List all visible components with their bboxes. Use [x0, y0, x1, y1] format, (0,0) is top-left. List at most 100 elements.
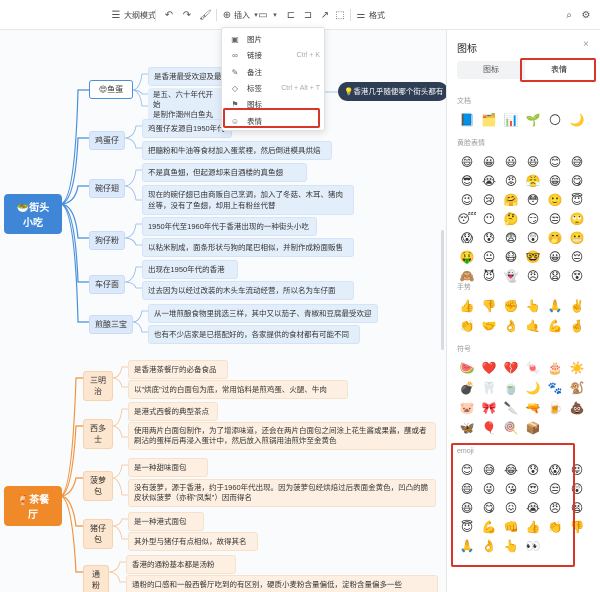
menu-item-emoji[interactable]: ☺表情: [222, 113, 326, 129]
subtopic[interactable]: 把髓粉和牛油等食材加入蛋浆裡，然后倒进模具烘焙: [142, 141, 332, 160]
emoji-icon[interactable]: 😖: [504, 501, 518, 515]
symbol-emoji-icon[interactable]: 🍺: [547, 401, 563, 415]
doc-icon[interactable]: 🗂️: [481, 113, 497, 127]
menu-item-note[interactable]: ✎备注: [222, 64, 326, 80]
face-emoji-icon[interactable]: 😳: [526, 193, 540, 207]
face-emoji-icon[interactable]: 😆: [526, 155, 540, 169]
face-emoji-icon[interactable]: 😡: [504, 174, 518, 188]
hand-emoji-icon[interactable]: 🙏: [547, 299, 563, 313]
face-emoji-icon[interactable]: 😶: [482, 212, 496, 226]
face-emoji-icon[interactable]: 😧: [548, 269, 562, 283]
symbol-emoji-icon[interactable]: ☀️: [569, 361, 585, 375]
topic-piggy-bun[interactable]: 猪仔包: [83, 519, 113, 549]
emoji-icon[interactable]: 👆: [503, 539, 519, 553]
hand-emoji-icon[interactable]: 👌: [503, 319, 519, 333]
symbol-emoji-icon[interactable]: 🔪: [503, 401, 519, 415]
emoji-icon[interactable]: 😒: [548, 482, 562, 496]
symbol-emoji-icon[interactable]: 📦: [525, 421, 541, 435]
face-emoji-icon[interactable]: 😀: [548, 250, 562, 264]
format-button[interactable]: ⚌ 格式: [355, 8, 385, 23]
face-emoji-icon[interactable]: 🤓: [525, 250, 541, 264]
topic-french-toast[interactable]: 西多士: [83, 419, 113, 449]
hand-emoji-icon[interactable]: ✌️: [569, 299, 585, 313]
face-emoji-icon[interactable]: 🙂: [547, 193, 563, 207]
search-button[interactable]: ⌕: [563, 8, 575, 23]
menu-item-icon[interactable]: ⚑图标: [222, 96, 326, 112]
face-emoji-icon[interactable]: 😬: [569, 231, 585, 245]
face-emoji-icon[interactable]: 😤: [525, 174, 541, 188]
boundary-button[interactable]: ⬚: [334, 8, 346, 23]
doc-icon[interactable]: 🌕: [548, 113, 562, 127]
topic-stuffed-three[interactable]: 煎酿三宝: [89, 315, 133, 334]
subtopic[interactable]: 出现在1950年代的香港: [142, 260, 238, 279]
close-icon[interactable]: ×: [583, 39, 589, 50]
emoji-icon[interactable]: 👌: [481, 539, 497, 553]
subtopic[interactable]: 过去因为以经过改装的木头车流动经营，所以名为车仔面: [142, 281, 354, 300]
face-emoji-icon[interactable]: 🤔: [503, 212, 519, 226]
symbol-emoji-icon[interactable]: 💣: [459, 381, 475, 395]
symbol-emoji-icon[interactable]: 💔: [503, 361, 519, 375]
face-emoji-icon[interactable]: 🙈: [459, 269, 475, 283]
face-emoji-icon[interactable]: 😭: [481, 174, 497, 188]
topic-macaroni[interactable]: 通粉: [83, 565, 109, 592]
face-emoji-icon[interactable]: 😈: [482, 269, 496, 283]
emoji-icon[interactable]: 😋: [482, 501, 496, 515]
emoji-icon[interactable]: 👍: [525, 520, 541, 534]
face-emoji-icon[interactable]: 🤑: [459, 250, 475, 264]
subtopic[interactable]: 不是真鱼翅，但起源却来自酒楼的真鱼翅: [142, 163, 307, 182]
emoji-icon[interactable]: 😄: [460, 482, 474, 496]
subtopic[interactable]: 是香港茶餐厅的必备食品: [128, 360, 228, 379]
canvas-scrollbar[interactable]: [441, 230, 444, 350]
symbol-emoji-icon[interactable]: 🐒: [569, 381, 585, 395]
subtopic[interactable]: 鸡蛋仔发源自1950年代: [142, 119, 232, 138]
tab-emoji[interactable]: 表情: [525, 61, 593, 79]
hand-emoji-icon[interactable]: 💪: [547, 319, 563, 333]
settings-button[interactable]: ⚙: [580, 8, 592, 23]
emoji-icon[interactable]: 😊: [460, 463, 474, 477]
face-emoji-icon[interactable]: 😵: [570, 269, 584, 283]
face-emoji-icon[interactable]: 😎: [460, 174, 474, 188]
callout-topic[interactable]: 💡香港几乎随便哪个街头都有: [338, 82, 446, 101]
topic-imitation-shark-fin[interactable]: 碗仔翅: [89, 179, 125, 198]
face-emoji-icon[interactable]: 😉: [460, 193, 474, 207]
root-topic-cafe[interactable]: 🍹茶餐厅: [4, 486, 62, 526]
subtopic[interactable]: 以粘米制成，面条形状与狗的尾巴相似，并制作成粉面贩售: [142, 238, 354, 257]
add-subtopic-button[interactable]: ⊏: [285, 8, 297, 23]
face-emoji-icon[interactable]: 👻: [503, 269, 519, 283]
subtopic[interactable]: 其外型与猪仔有点相似，故得其名: [128, 532, 258, 551]
face-emoji-icon[interactable]: 😁: [548, 174, 562, 188]
face-emoji-icon[interactable]: 😲: [526, 231, 540, 245]
topic-sandwich[interactable]: 三明治: [83, 371, 113, 401]
emoji-icon[interactable]: 😇: [460, 520, 474, 534]
emoji-icon[interactable]: 💪: [481, 520, 497, 534]
symbol-emoji-icon[interactable]: ❤️: [481, 361, 497, 375]
menu-item-image[interactable]: ▣图片: [222, 31, 326, 47]
hand-emoji-icon[interactable]: 👆: [525, 299, 541, 313]
topic-cart-noodle[interactable]: 车仔面: [89, 275, 125, 294]
symbol-emoji-icon[interactable]: 🐷: [459, 401, 475, 415]
hand-emoji-icon[interactable]: 👎: [481, 299, 497, 313]
subtopic[interactable]: 以"烘底"过的白面包为底，常用馅料是煎鸡蛋、火腿、牛肉: [128, 380, 348, 399]
emoji-icon[interactable]: 😰: [526, 463, 540, 477]
relation-button[interactable]: ↗: [319, 8, 331, 23]
subtopic[interactable]: 香港的通粉基本都是汤粉: [126, 555, 236, 574]
emoji-icon[interactable]: 😘: [504, 482, 518, 496]
emoji-icon[interactable]: 👊: [503, 520, 519, 534]
emoji-icon[interactable]: 😆: [460, 501, 474, 515]
doc-icon[interactable]: 📘: [459, 113, 475, 127]
face-emoji-icon[interactable]: 😢: [482, 193, 496, 207]
redo-button[interactable]: ↷: [181, 8, 193, 23]
symbol-emoji-icon[interactable]: 🎀: [481, 401, 497, 415]
format-painter-button[interactable]: 🖌: [199, 8, 212, 23]
symbol-emoji-icon[interactable]: 🌙: [525, 381, 541, 395]
emoji-icon[interactable]: 🙏: [459, 539, 475, 553]
face-emoji-icon[interactable]: 😏: [526, 212, 540, 226]
symbol-emoji-icon[interactable]: 🦋: [459, 421, 475, 435]
face-emoji-icon[interactable]: 😇: [570, 193, 584, 207]
face-emoji-icon[interactable]: 🙄: [569, 212, 585, 226]
subtopic[interactable]: 使用两片白面包制作，为了增添味道，还会在两片白面包之间涂上花生酱或果酱，蘸或者刷…: [128, 422, 436, 450]
topic-gouzai-noodle[interactable]: 狗仔粉: [89, 231, 125, 250]
face-emoji-icon[interactable]: 😠: [526, 269, 540, 283]
face-emoji-icon[interactable]: 😒: [548, 212, 562, 226]
emoji-icon[interactable]: 😱: [548, 463, 562, 477]
